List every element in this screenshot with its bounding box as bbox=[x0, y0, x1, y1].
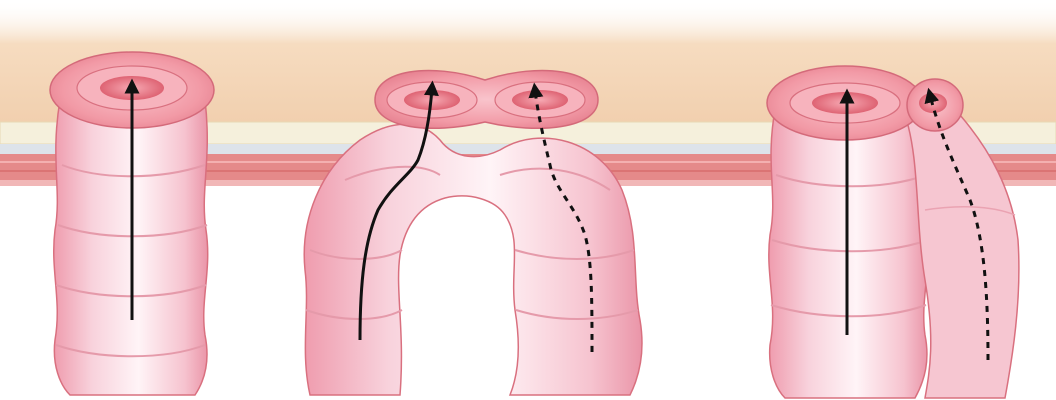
panel-end-colostomy bbox=[50, 52, 214, 395]
bowel-loop bbox=[304, 124, 642, 395]
stoma-double-opening bbox=[375, 70, 598, 128]
